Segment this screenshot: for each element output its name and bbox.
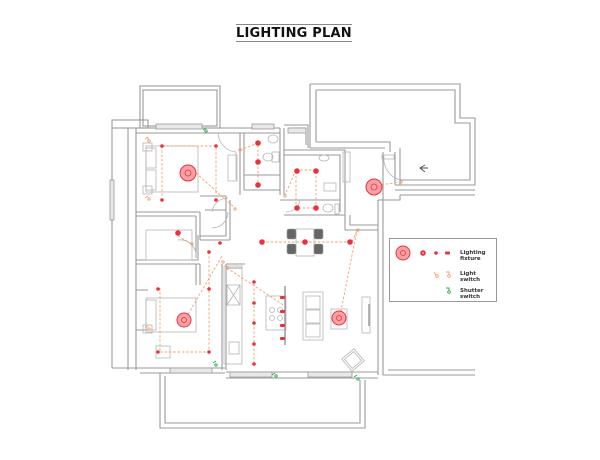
lighting-fixture-large xyxy=(176,312,192,328)
legend: Lighting fixture Light switch Shutter sw… xyxy=(389,238,497,302)
lighting-fixture-large xyxy=(179,164,197,182)
furniture xyxy=(142,134,395,372)
legend-symbols xyxy=(395,245,451,294)
shutter-switch-icon xyxy=(446,287,451,294)
lighting-fixture-medium xyxy=(175,140,353,245)
light-switches xyxy=(144,136,403,331)
lighting-fixture-strip xyxy=(280,296,285,340)
north-arrow-icon xyxy=(419,164,428,173)
windows xyxy=(109,123,353,378)
legend-label-lighting-fixture: Lighting fixture xyxy=(460,250,486,262)
doors xyxy=(177,132,428,259)
shutter-switches xyxy=(202,127,360,381)
lighting-fixture-large xyxy=(331,310,347,326)
legend-label-light-switch: Light switch xyxy=(460,271,481,283)
lighting-fixture-large xyxy=(365,178,383,196)
legend-label-shutter-switch: Shutter switch xyxy=(460,288,484,300)
lighting-fixture-small xyxy=(156,144,256,366)
fixtures xyxy=(156,140,383,366)
plan-title: LIGHTING PLAN xyxy=(236,24,352,42)
light-switch-icon xyxy=(433,271,451,278)
lighting-fixture-icon xyxy=(395,245,450,261)
